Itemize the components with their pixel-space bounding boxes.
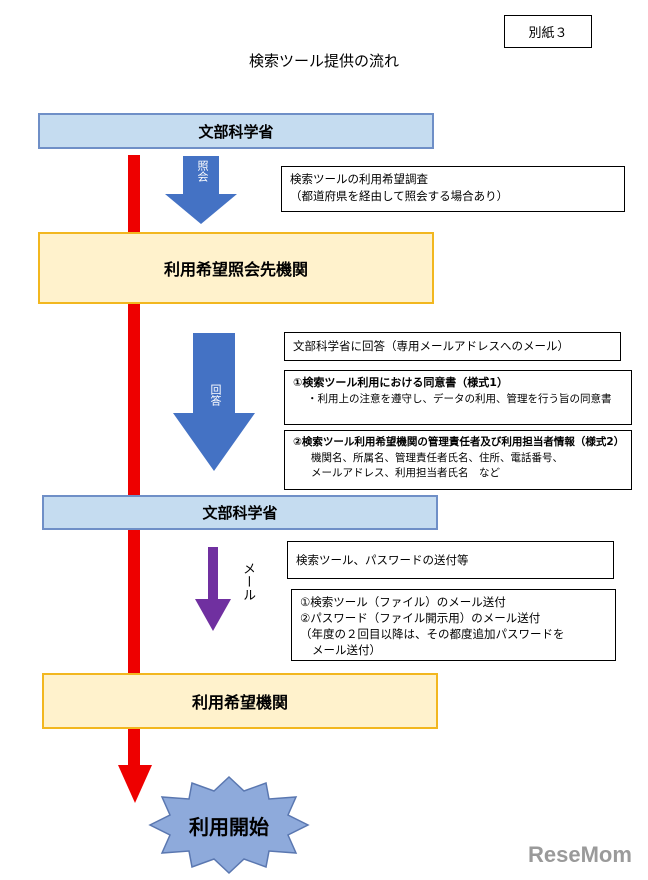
inquiry-arrow-label: 照会	[196, 160, 209, 182]
form2-line2: メールアドレス、利用担当者氏名 など	[311, 466, 500, 479]
page-title: 検索ツール提供の流れ	[248, 52, 399, 70]
step-mext-top-label: 文部科学省	[198, 122, 274, 141]
send-detail-line3: （年度の２回目以降は、その都度追加パスワードを	[300, 627, 565, 642]
watermark-logo: ReseMom	[528, 842, 632, 867]
attachment-tag: 別紙３	[504, 15, 592, 48]
mail-arrow-label: メール	[240, 562, 255, 601]
step-inquiry-org-label: 利用希望照会先機関	[163, 260, 308, 279]
form1-title: ①検索ツール利用における同意書（様式1）	[293, 376, 508, 389]
step-mext-bottom-label: 文部科学省	[202, 504, 278, 522]
survey-note-line2: （都道府県を経由して照会する場合あり）	[290, 189, 509, 204]
step-inquiry-org: 利用希望照会先機関	[38, 232, 434, 304]
start-label: 利用開始	[189, 814, 269, 839]
send-detail-line2: ②パスワード（ファイル開示用）のメール送付	[300, 611, 541, 626]
survey-note-line1: 検索ツールの利用希望調査	[290, 172, 428, 186]
answer-to-text: 文部科学省に回答（専用メールアドレスへのメール）	[293, 339, 569, 353]
send-detail-line4: メール送付）	[312, 643, 381, 658]
answer-to-note: 文部科学省に回答（専用メールアドレスへのメール）	[284, 332, 621, 361]
form2-line1: 機関名、所属名、管理責任者氏名、住所、電話番号、	[311, 451, 563, 464]
send-detail-note: ①検索ツール（ファイル）のメール送付 ②パスワード（ファイル開示用）のメール送付…	[291, 589, 616, 661]
step-mext-top: 文部科学省	[38, 113, 434, 149]
send-note-text: 検索ツール、パスワードの送付等	[296, 553, 469, 567]
main-flow-arrowhead	[118, 765, 152, 803]
form2-note: ②検索ツール利用希望機関の管理責任者及び利用担当者情報（様式2） 機関名、所属名…	[284, 430, 632, 490]
answer-arrow-label: 回答	[209, 384, 222, 406]
answer-arrow-icon	[173, 333, 255, 471]
main-flow-line	[128, 155, 140, 770]
survey-note: 検索ツールの利用希望調査 （都道府県を経由して照会する場合あり）	[281, 166, 625, 212]
inquiry-arrow-icon	[165, 156, 237, 224]
send-note: 検索ツール、パスワードの送付等	[287, 541, 614, 579]
start-burst-shape	[148, 775, 310, 875]
step-applicant-org-label: 利用希望機関	[191, 693, 288, 712]
send-detail-line1: ①検索ツール（ファイル）のメール送付	[300, 595, 506, 609]
step-applicant-org: 利用希望機関	[42, 673, 438, 729]
form1-note: ①検索ツール利用における同意書（様式1） ・利用上の注意を遵守し、データの利用、…	[284, 370, 632, 425]
step-mext-bottom: 文部科学省	[42, 495, 438, 530]
mail-arrow-icon	[195, 547, 231, 631]
form2-title: ②検索ツール利用希望機関の管理責任者及び利用担当者情報（様式2）	[293, 436, 625, 448]
form1-detail: ・利用上の注意を遵守し、データの利用、管理を行う旨の同意書	[307, 392, 612, 405]
